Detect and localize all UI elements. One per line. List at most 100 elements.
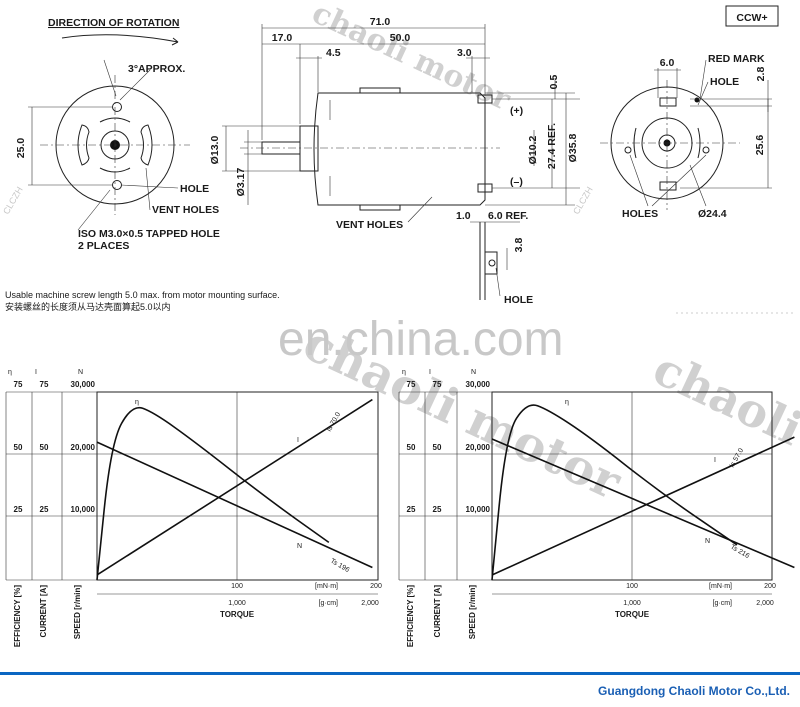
rotation-arrow <box>61 34 179 46</box>
term-dim-1: 1.0 <box>456 210 471 222</box>
c2-is-label: Is 57.0 <box>729 447 746 469</box>
chart1-series-current <box>96 398 373 576</box>
c2-tick-100: 100 <box>626 583 638 590</box>
note-chinese: 安装螺丝的长度须从马达壳面算起5.0以内 <box>5 301 171 312</box>
rear-holes-label: HOLES <box>622 208 658 220</box>
plus-terminal-label: (+) <box>510 105 523 117</box>
cur-tick-75: 75 <box>40 380 49 389</box>
c1-mnm-unit: [mN·m] <box>315 583 338 590</box>
performance-chart-1: η I N 75 50 25 75 50 25 30,000 20,000 10… <box>5 369 382 647</box>
chart2-series-current <box>491 436 795 576</box>
eff2-tick-75: 75 <box>407 380 416 389</box>
eff-tick-25: 25 <box>14 505 23 514</box>
chart2-series-speed <box>491 438 795 569</box>
ccw-badge-label: CCW+ <box>736 12 767 24</box>
watermark-mark-1: CLCZH <box>1 185 25 216</box>
eff2-tick-50: 50 <box>407 443 416 452</box>
c2-gcm-unit: [g·cm] <box>713 600 733 607</box>
iso-label: ISO M3.0×0.5 TAPPED HOLE <box>78 228 220 240</box>
terminal-detail: 1.0 6.0 REF. 3.8 HOLE <box>456 210 533 306</box>
c1-is-label: Is 70.0 <box>326 411 343 433</box>
dim-35-8: Ø35.8 <box>567 134 579 163</box>
hole-label: HOLE <box>180 183 209 195</box>
company-name: Guangdong Chaoli Motor Co.,Ltd. <box>598 684 790 698</box>
axis-eta-label: η <box>8 369 12 376</box>
eff-tick-50: 50 <box>14 443 23 452</box>
dim-0-5: 0.5 <box>548 75 560 90</box>
watermark: chaoli motor chaoli motor chaoli motor e… <box>1 0 800 529</box>
c2-i-mark: I <box>714 457 716 464</box>
watermark-url: en.china.com <box>278 313 564 366</box>
tapped-hole-top <box>112 102 122 112</box>
side-view: (+) (–) 71.0 17.0 50.0 4.5 3.0 Ø13.0 Ø3.… <box>209 16 580 231</box>
cur-tick-50: 50 <box>40 443 49 452</box>
c1-ts-label: Ts 196 <box>329 558 350 574</box>
front-view: DIRECTION OF ROTATION 3°APPROX. 25.0 HOL… <box>15 17 220 252</box>
term-dim-6: 6.0 REF. <box>488 210 528 222</box>
speed-tick-30000: 30,000 <box>71 380 96 389</box>
c2-ts-label: Ts 216 <box>729 544 750 560</box>
c1-eff-axis-label: EFFICIENCY [%] <box>13 585 22 647</box>
red-mark-dot <box>694 97 700 103</box>
performance-chart-2: η I N 75 50 25 75 50 25 30,000 20,000 10… <box>398 369 795 647</box>
dim-25: 25.0 <box>15 138 27 159</box>
watermark-brand-right: chaoli motor <box>645 341 800 529</box>
term-hole-label: HOLE <box>504 294 533 306</box>
chart1-series-speed <box>96 441 373 569</box>
direction-title: DIRECTION OF ROTATION <box>48 17 179 29</box>
axis-i-label: I <box>35 369 37 376</box>
c1-i-mark: I <box>297 437 299 444</box>
dim-4-5: 4.5 <box>326 47 341 59</box>
cur2-tick-50: 50 <box>433 443 442 452</box>
c2-eta-mark: η <box>565 399 569 406</box>
c2-n-mark: N <box>705 538 710 545</box>
chart2-curves <box>491 404 795 581</box>
vent-slot-right <box>140 124 153 166</box>
axis-n-label: N <box>78 369 83 376</box>
term-dim-3-8: 3.8 <box>513 238 525 253</box>
dim-3-0: 3.0 <box>457 47 472 59</box>
cur2-tick-75: 75 <box>433 380 442 389</box>
rear-dim-25-6: 25.6 <box>754 135 766 156</box>
c2-tick-200: 200 <box>764 583 776 590</box>
minus-terminal-label: (–) <box>510 176 523 188</box>
c1-tick-200: 200 <box>370 583 382 590</box>
approx-label: 3°APPROX. <box>128 63 185 75</box>
speed-tick-10000: 10,000 <box>71 505 96 514</box>
note-english: Usable machine screw length 5.0 max. fro… <box>5 290 280 300</box>
rear-dim-24-4: Ø24.4 <box>698 208 727 220</box>
footer-bar <box>0 672 800 675</box>
dim-50: 50.0 <box>390 32 411 44</box>
c1-cur-axis-label: CURRENT [A] <box>39 585 48 638</box>
speed2-tick-20000: 20,000 <box>466 443 491 452</box>
rear-dim-2-8: 2.8 <box>755 67 767 82</box>
speed2-tick-10000: 10,000 <box>466 505 491 514</box>
c1-tick-100: 100 <box>231 583 243 590</box>
c2-eff-axis-label: EFFICIENCY [%] <box>406 585 415 647</box>
motor-body <box>313 92 486 206</box>
cur2-tick-25: 25 <box>433 505 442 514</box>
dim-3-17: Ø3.17 <box>235 168 247 197</box>
places-label: 2 PLACES <box>78 240 129 252</box>
rear-dim-6: 6.0 <box>660 57 675 69</box>
eff-tick-75: 75 <box>14 380 23 389</box>
c1-n-mark: N <box>297 543 302 550</box>
dim-71: 71.0 <box>370 16 391 28</box>
c1-torque-label: TORQUE <box>220 610 255 619</box>
axis2-eta-label: η <box>402 369 406 376</box>
dim-10-2: Ø10.2 <box>527 136 539 165</box>
vent-slot-left <box>77 124 90 166</box>
c1-eta-mark: η <box>135 399 139 406</box>
speed2-tick-30000: 30,000 <box>466 380 491 389</box>
red-mark-label: RED MARK <box>708 53 765 65</box>
c2-mnm-unit: [mN·m] <box>709 583 732 590</box>
ccw-badge <box>725 5 779 27</box>
tapped-hole-bottom <box>112 180 122 190</box>
side-vent-label: VENT HOLES <box>336 219 403 231</box>
axis2-i-label: I <box>429 369 431 376</box>
c1-tick-2000: 2,000 <box>361 600 379 607</box>
c2-torque-label: TORQUE <box>615 610 650 619</box>
chart1-plot-area <box>96 391 379 581</box>
vent-holes-label: VENT HOLES <box>152 204 219 216</box>
